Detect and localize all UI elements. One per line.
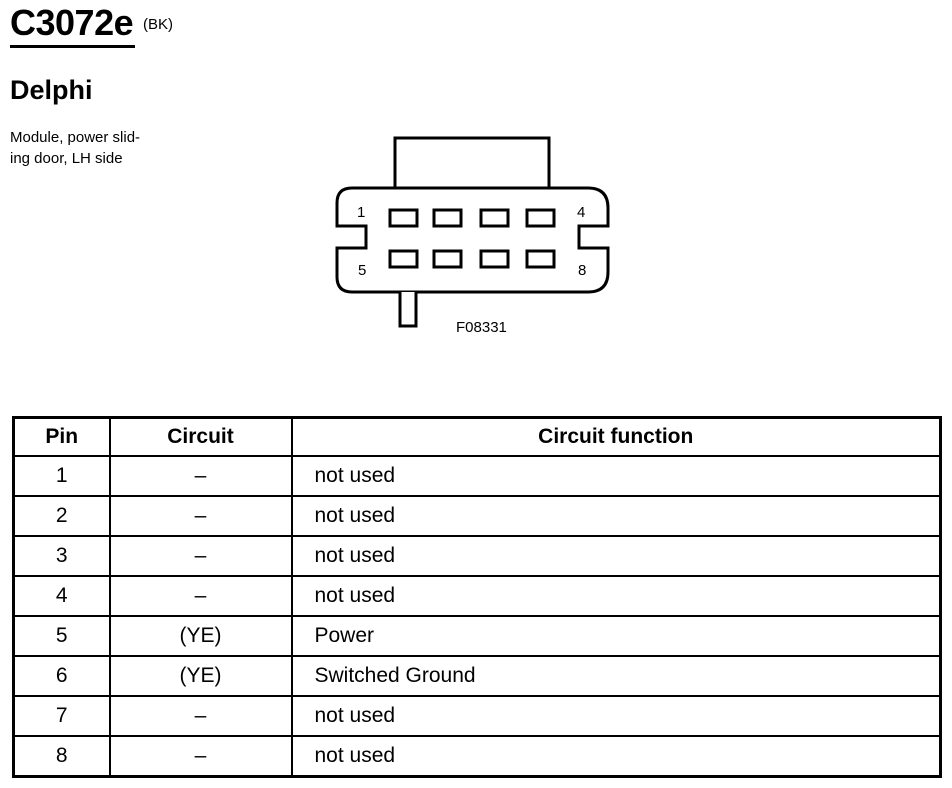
table-row: 6 (YE) Switched Ground — [12, 654, 942, 697]
header-circuit: Circuit — [108, 416, 293, 457]
cell-circuit-function: Power — [290, 614, 942, 657]
table-row: 5 (YE) Power — [12, 614, 942, 657]
cell-circuit-function: not used — [290, 455, 942, 497]
connector-face-diagram: 1 4 5 8 F08331 — [335, 136, 610, 336]
table-row: 8 – not used — [12, 734, 942, 778]
connector-id-underline — [10, 45, 135, 48]
pin-cavity-6 — [432, 249, 463, 269]
cell-circuit: – — [108, 534, 293, 577]
cell-circuit: (YE) — [108, 614, 293, 657]
cell-pin: 8 — [12, 734, 111, 778]
pin-cavity-2 — [432, 208, 463, 228]
pin-cavity-8 — [525, 249, 556, 269]
cell-circuit-function: not used — [290, 534, 942, 577]
cell-circuit-function: not used — [290, 694, 942, 737]
connector-keying-post — [398, 292, 418, 328]
connector-id: C3072e — [10, 2, 134, 43]
table-row: 1 – not used — [12, 455, 942, 497]
table-row: 7 – not used — [12, 694, 942, 737]
pin-label-8: 8 — [578, 262, 586, 279]
cell-pin: 3 — [12, 534, 111, 577]
cell-circuit-function: not used — [290, 494, 942, 537]
cell-circuit-function: not used — [290, 734, 942, 778]
table-row: 2 – not used — [12, 494, 942, 537]
pin-cavity-1 — [388, 208, 419, 228]
connector-description: Module, power slid- ing door, LH side — [10, 127, 190, 169]
table-row: 3 – not used — [12, 534, 942, 577]
pin-cavity-3 — [479, 208, 510, 228]
connector-color-code: (BK) — [143, 16, 173, 33]
cell-pin: 6 — [12, 654, 111, 697]
cell-pin: 2 — [12, 494, 111, 537]
cell-circuit: – — [108, 694, 293, 737]
cell-pin: 4 — [12, 574, 111, 617]
cell-pin: 1 — [12, 455, 111, 497]
pin-cavity-5 — [388, 249, 419, 269]
pin-cavity-7 — [479, 249, 510, 269]
cell-circuit: – — [108, 494, 293, 537]
cell-pin: 7 — [12, 694, 111, 737]
table-row: 4 – not used — [12, 574, 942, 617]
description-line-2: ing door, LH side — [10, 150, 123, 167]
pin-label-1: 1 — [357, 204, 365, 221]
table-header-row: Pin Circuit Circuit function — [12, 416, 942, 457]
header-pin: Pin — [12, 416, 111, 457]
manufacturer-name: Delphi — [10, 75, 93, 105]
description-line-1: Module, power slid- — [10, 129, 141, 146]
pin-cavity-4 — [525, 208, 556, 228]
connector-locking-tab — [393, 136, 551, 189]
pinout-table: Pin Circuit Circuit function 1 – not use… — [12, 416, 942, 778]
cell-circuit-function: Switched Ground — [290, 654, 942, 697]
pin-label-4: 4 — [577, 204, 585, 221]
cell-circuit-function: not used — [290, 574, 942, 617]
cell-circuit: – — [108, 455, 293, 497]
cell-circuit: – — [108, 574, 293, 617]
cell-circuit: (YE) — [108, 654, 293, 697]
pin-label-5: 5 — [358, 262, 366, 279]
header-circuit-function: Circuit function — [290, 416, 942, 457]
cell-circuit: – — [108, 734, 293, 778]
figure-id: F08331 — [456, 319, 507, 336]
cell-pin: 5 — [12, 614, 111, 657]
connector-body-outline — [335, 186, 610, 294]
